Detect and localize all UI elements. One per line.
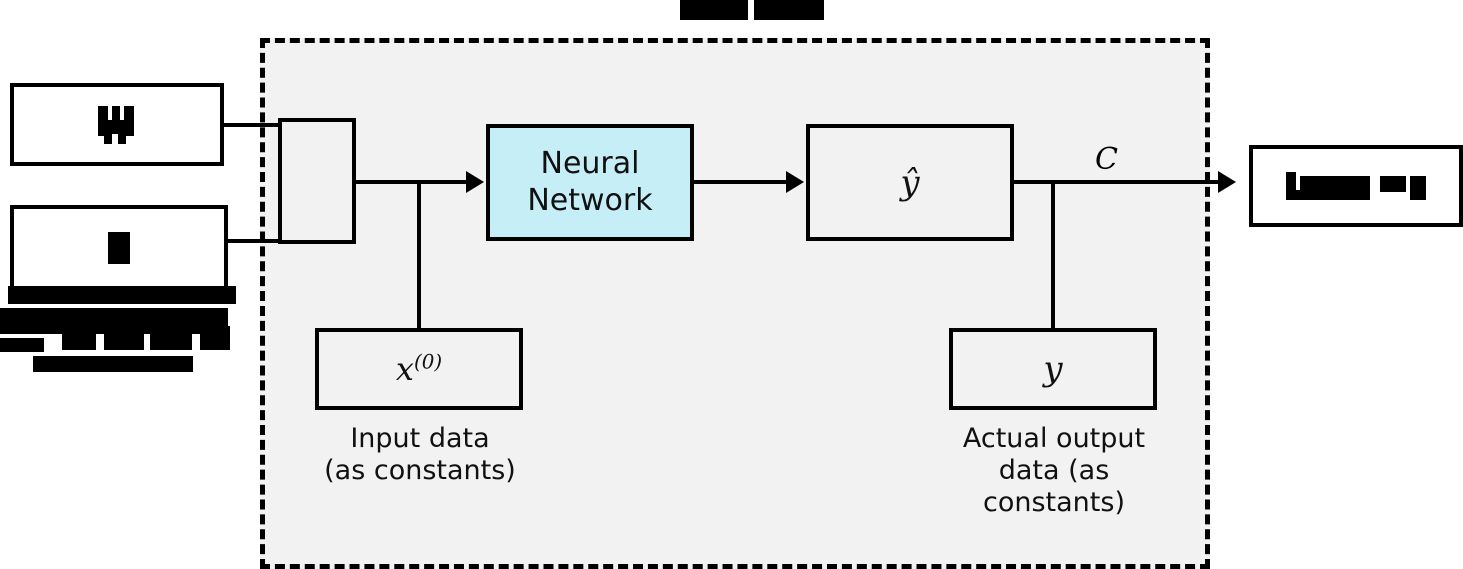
prediction-label: ŷ (900, 162, 920, 203)
actual-output-caption: Actual output data (as constants) (962, 423, 1146, 518)
cost-label: C (1095, 142, 1118, 177)
arrowhead-into-loss (1218, 171, 1236, 193)
actual-output-label: y (1043, 349, 1063, 389)
input-data-label-base: x (395, 350, 414, 388)
input-data-caption: Input data (as constants) (324, 423, 516, 486)
edge-node-to-nn (356, 180, 473, 184)
arrowhead-into-nn (466, 171, 484, 193)
scope-title-redacted-text (650, 0, 832, 20)
actual-output-box: y (949, 328, 1157, 410)
edge-weights-to-node (222, 123, 282, 127)
arrowhead-into-yhat (786, 171, 804, 193)
redacted-loss-glyph (1286, 172, 1426, 200)
input-data-label: x(0) (396, 350, 442, 388)
input-data-label-superscript: (0) (413, 350, 443, 374)
edge-x0-to-nn-input (417, 182, 421, 330)
neural-network-box: Neural Network (486, 124, 694, 241)
edge-yhat-to-loss (1014, 180, 1224, 184)
edge-y-to-loss-branch (1051, 182, 1055, 330)
prediction-box: ŷ (806, 124, 1014, 241)
bias-caption-redacted-text (0, 286, 236, 372)
bias-box (10, 205, 228, 291)
redacted-w-glyph (98, 105, 136, 144)
edge-nn-to-yhat (694, 180, 790, 184)
neural-network-label: Neural Network (527, 145, 653, 218)
edge-bias-to-node (226, 239, 282, 243)
redacted-b-glyph (108, 232, 130, 264)
input-data-box: x(0) (315, 328, 523, 410)
loss-box (1249, 145, 1463, 227)
input-node-box (278, 118, 356, 244)
weights-box (10, 83, 224, 166)
